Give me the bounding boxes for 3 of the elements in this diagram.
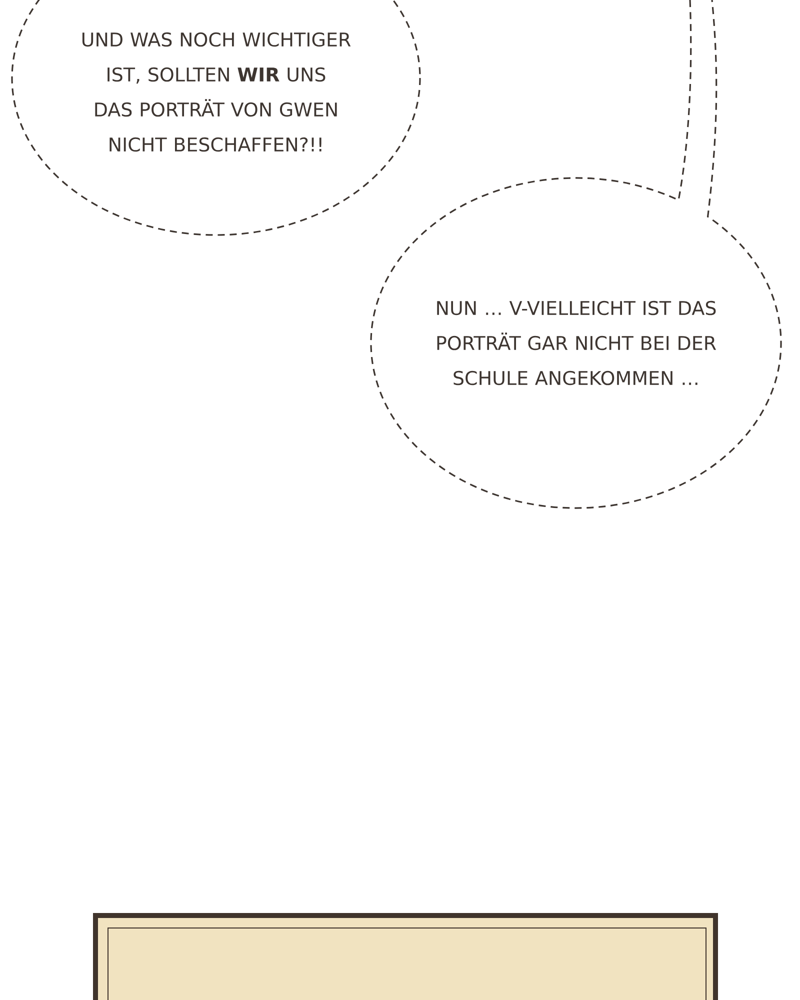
speech-bubble: NUN … V-VIELLEICHT IST DAS PORTRÄT GAR NICHT BEI DER SCHULE ANGEKOMMEN … xyxy=(370,0,782,508)
comic-panel xyxy=(93,913,718,1000)
speech-bubble: UND WAS NOCH WICHTIGER IST, SOLLTEN WIR UNS DAS PORTRÄT VON GWEN NICHT BESCHAFFEN?!! xyxy=(11,0,421,236)
